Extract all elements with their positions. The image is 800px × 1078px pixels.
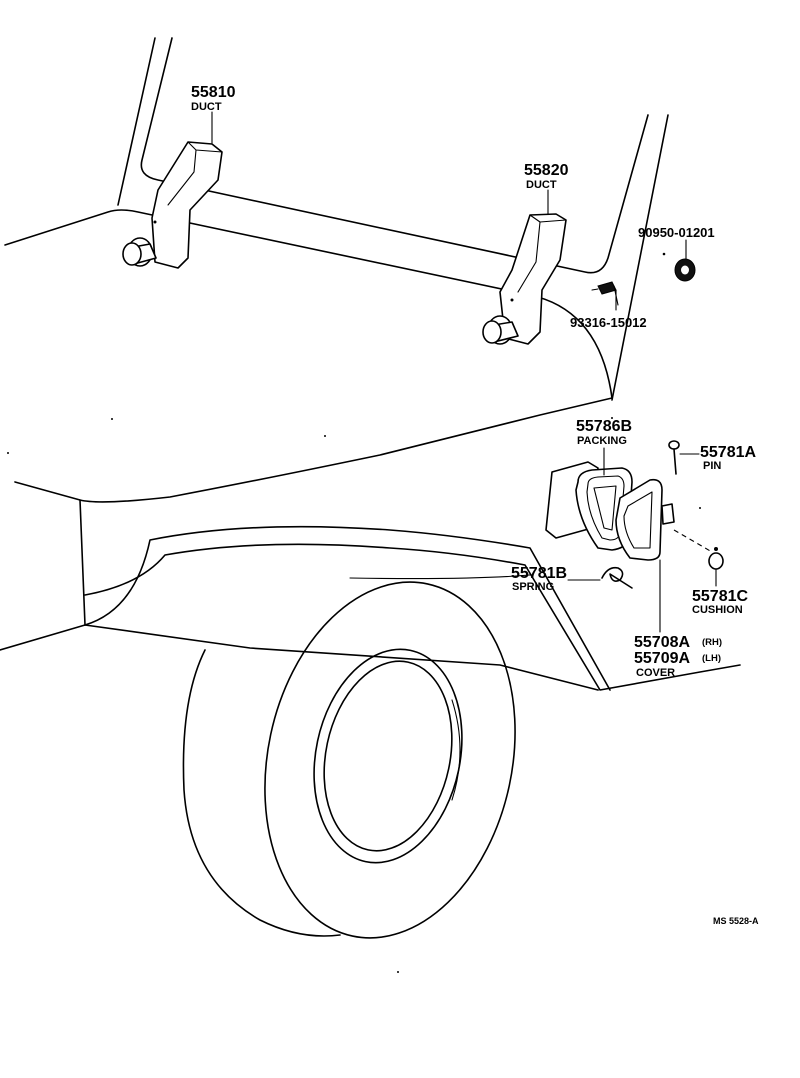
label-cushion: 55781C CUSHION	[692, 588, 748, 616]
label-packing: 55786B PACKING	[576, 418, 632, 447]
part-name-pin: PIN	[703, 460, 721, 472]
part-number-55810: 55810	[191, 84, 236, 101]
part-name-packing: PACKING	[577, 435, 627, 447]
fender-outline	[0, 499, 741, 691]
label-duct-left: 55810 DUCT	[191, 84, 236, 113]
part-number-55708a: 55708A	[634, 634, 690, 651]
part-number-55709a: 55709A	[634, 650, 690, 667]
part-number-93316-15012: 93316-15012	[570, 315, 647, 330]
duct-right	[482, 213, 567, 345]
part-name-cover: COVER	[636, 667, 675, 679]
label-spring: 55781B SPRING	[511, 565, 567, 593]
windshield-frame	[117, 37, 669, 401]
scan-specks	[7, 417, 701, 973]
part-name-duct-right: DUCT	[526, 179, 557, 191]
part-name-spring: SPRING	[512, 581, 554, 593]
cover-side-lh: (LH)	[702, 653, 721, 664]
part-number-55781b: 55781B	[511, 565, 567, 582]
part-number-55781c: 55781C	[692, 588, 748, 605]
pin-part	[668, 440, 680, 475]
nut-part	[662, 252, 696, 282]
figure-ref-code: MS 5528-A	[713, 916, 759, 926]
part-number-90950-01201: 90950-01201	[638, 225, 715, 240]
label-duct-right: 55820 DUCT	[524, 162, 569, 191]
cushion-part	[673, 529, 724, 570]
label-clip: 93316-15012	[570, 315, 647, 330]
label-pin: 55781A PIN	[700, 444, 756, 472]
cover-side-rh: (RH)	[702, 637, 722, 648]
label-nut: 90950-01201	[638, 225, 715, 240]
part-number-55820: 55820	[524, 162, 569, 179]
part-name-cushion: CUSHION	[692, 604, 743, 616]
tire	[182, 581, 516, 939]
duct-left	[122, 141, 223, 269]
label-cover: 55708A (RH) 55709A (LH) COVER	[634, 634, 722, 679]
part-number-55781a: 55781A	[700, 444, 756, 461]
cover-part	[615, 478, 675, 561]
leader-lines	[211, 111, 717, 633]
part-number-55786b: 55786B	[576, 418, 632, 435]
clip-part	[591, 281, 619, 306]
spring-part	[601, 566, 633, 589]
part-name-duct-left: DUCT	[191, 101, 222, 113]
figure-reference: MS 5528-A	[713, 916, 759, 926]
